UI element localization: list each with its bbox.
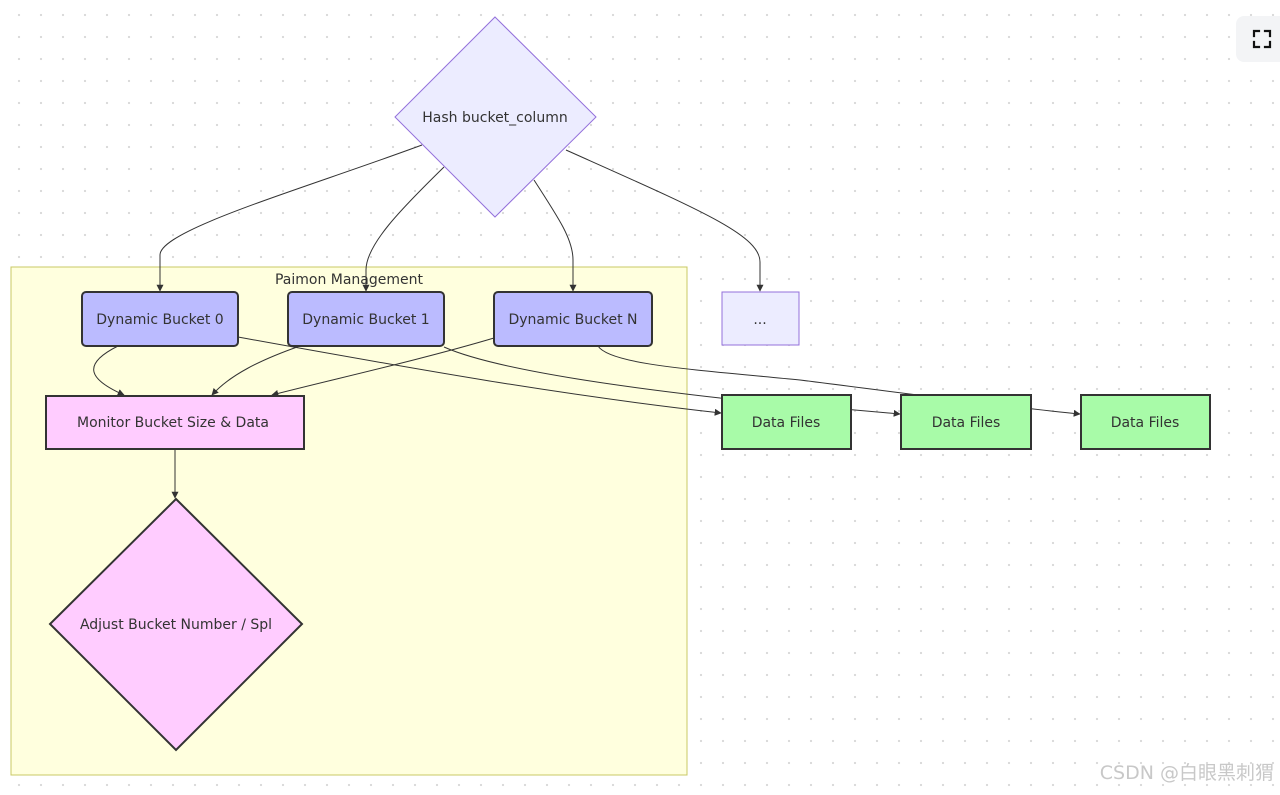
edge-hash-to-bucketN xyxy=(533,179,577,292)
edge-bucket1-to-monitor xyxy=(211,345,301,396)
fullscreen-button[interactable] xyxy=(1236,16,1280,62)
monitor-label: Monitor Bucket Size & Data xyxy=(77,415,269,431)
ellipsis-label: ... xyxy=(753,312,766,328)
edge-hash-to-bucket0 xyxy=(156,144,423,292)
monitor-node: Monitor Bucket Size & Data xyxy=(45,395,305,450)
edge-hash-to-bucket1 xyxy=(362,166,445,292)
dynamic-bucket-1-node: Dynamic Bucket 1 xyxy=(287,291,445,347)
edge-bucketN-to-monitor xyxy=(271,337,495,397)
dynamic-bucket-0-label: Dynamic Bucket 0 xyxy=(96,312,223,328)
dynamic-bucket-n-label: Dynamic Bucket N xyxy=(508,312,637,328)
watermark: CSDN @白眼黑刺猬 xyxy=(1099,762,1274,784)
expand-icon xyxy=(1252,29,1272,49)
adjust-label: Adjust Bucket Number / Spl xyxy=(80,617,272,633)
dynamic-bucket-n-node: Dynamic Bucket N xyxy=(493,291,653,347)
ellipsis-node: ... xyxy=(721,291,800,346)
edge-bucket0-to-datafiles1 xyxy=(237,336,722,416)
data-files-3-node: Data Files xyxy=(1080,394,1211,450)
hash-label: Hash bucket_column xyxy=(422,110,567,126)
data-files-1-node: Data Files xyxy=(721,394,852,450)
dynamic-bucket-1-label: Dynamic Bucket 1 xyxy=(302,312,429,328)
dynamic-bucket-0-node: Dynamic Bucket 0 xyxy=(81,291,239,347)
edge-hash-to-ellipsis xyxy=(565,149,764,292)
cluster-label: Paimon Management xyxy=(275,272,424,288)
adjust-decision-node: Adjust Bucket Number / Spl xyxy=(48,497,304,752)
hash-decision-node: Hash bucket_column xyxy=(394,16,597,218)
data-files-2-node: Data Files xyxy=(900,394,1032,450)
data-files-1-label: Data Files xyxy=(752,415,821,431)
edge-bucket0-to-monitor xyxy=(93,345,125,396)
data-files-3-label: Data Files xyxy=(1111,415,1180,431)
data-files-2-label: Data Files xyxy=(932,415,1001,431)
